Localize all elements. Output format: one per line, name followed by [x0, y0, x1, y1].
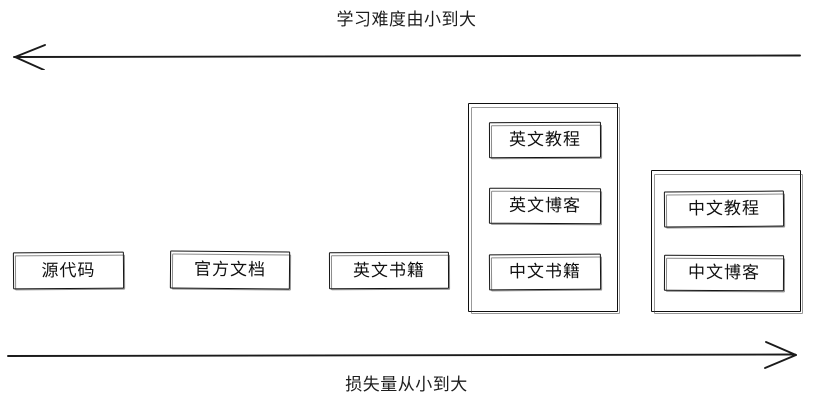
group-chinese-resources: 中文教程 中文博客	[651, 170, 803, 314]
arrow-left-icon	[13, 44, 801, 70]
node-label: 英文书籍	[352, 260, 426, 281]
node-label: 源代码	[41, 260, 96, 281]
node-label: 中文教程	[687, 198, 761, 220]
arrow-right-icon	[7, 341, 797, 369]
node-english-blog[interactable]: 英文博客	[488, 187, 602, 225]
top-axis-arrow	[13, 44, 801, 70]
node-english-tutorial[interactable]: 英文教程	[488, 121, 602, 159]
node-chinese-blog[interactable]: 中文博客	[663, 254, 785, 292]
node-chinese-books[interactable]: 中文书籍	[488, 253, 602, 291]
node-official-docs[interactable]: 官方文档	[169, 250, 291, 290]
node-source-code[interactable]: 源代码	[12, 251, 125, 290]
node-label: 英文教程	[508, 129, 582, 151]
node-label: 中文书籍	[508, 261, 582, 283]
bottom-axis-arrow	[7, 341, 797, 369]
node-label: 英文博客	[508, 195, 582, 217]
node-label: 官方文档	[193, 259, 267, 281]
group-english-tutorials: 英文教程 英文博客 中文书籍	[468, 103, 620, 314]
node-chinese-tutorial[interactable]: 中文教程	[663, 190, 785, 228]
node-label: 中文博客	[687, 262, 761, 284]
top-axis-label: 学习难度由小到大	[336, 10, 477, 30]
bottom-axis-label: 损失量从小到大	[345, 375, 468, 395]
node-english-books[interactable]: 英文书籍	[328, 251, 450, 290]
